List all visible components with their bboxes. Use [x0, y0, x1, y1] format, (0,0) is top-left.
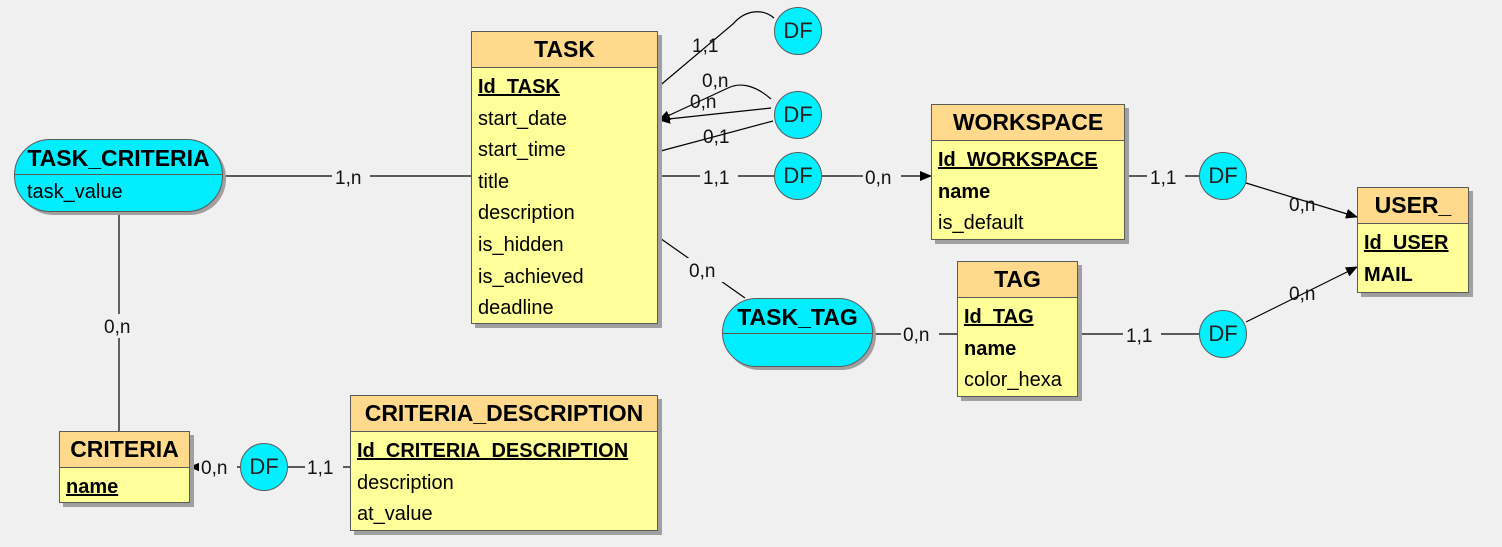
card-task-tag-tag: 0,n [903, 325, 929, 346]
association-title: TASK_TAG [723, 299, 872, 334]
attribute: description [478, 202, 575, 225]
attribute: Id_WORKSPACE [938, 149, 1098, 171]
entity-title: WORKSPACE [932, 105, 1124, 141]
attribute: color_hexa [964, 369, 1062, 392]
df-task-reflexive-1[interactable]: DF [774, 7, 822, 55]
attribute: start_date [478, 107, 567, 130]
attribute: MAIL [1364, 263, 1413, 286]
link-task-df2-b [656, 120, 774, 153]
entity-title: CRITERIA [60, 432, 189, 468]
link-task-df1-out [656, 11, 775, 89]
attribute: Id_CRITERIA_DESCRIPTION [357, 440, 629, 462]
entity-title: USER_ [1358, 188, 1468, 224]
df-task-workspace[interactable]: DF [774, 152, 822, 200]
card-task-df1-return: 0,n [702, 71, 728, 92]
association-attribute: task_value [27, 181, 123, 203]
link-df-user-1 [1245, 182, 1358, 219]
entity-user[interactable]: USER_ Id_USER MAIL [1357, 187, 1469, 293]
entity-criteria-description[interactable]: CRITERIA_DESCRIPTION Id_CRITERIA_DESCRIP… [350, 395, 658, 531]
entity-title: CRITERIA_DESCRIPTION [351, 396, 657, 432]
card-tag-df-tag: 1,1 [1126, 326, 1152, 347]
attribute: deadline [478, 297, 554, 320]
df-workspace-user[interactable]: DF [1199, 152, 1247, 200]
attribute: description [357, 471, 454, 494]
link-df-user-2 [1245, 266, 1358, 323]
df-task-reflexive-2[interactable]: DF [774, 91, 822, 139]
card-tag-df-user: 0,n [1289, 284, 1315, 305]
entity-tag[interactable]: TAG Id_TAG name color_hexa [957, 261, 1078, 397]
attribute: name [938, 180, 991, 203]
attribute: name [66, 476, 119, 498]
df-tag-user[interactable]: DF [1199, 310, 1247, 358]
entity-criteria[interactable]: CRITERIA name [59, 431, 190, 503]
attribute: at_value [357, 503, 433, 526]
attribute: is_default [938, 212, 1024, 235]
association-task-tag[interactable]: TASK_TAG [722, 298, 873, 367]
card-task-tag-task: 0,n [689, 261, 715, 282]
card-task-criteria-criteria: 0,n [104, 317, 130, 338]
card-task-df1-task: 1,1 [692, 36, 718, 57]
card-task-df2-return: 0,1 [703, 127, 729, 148]
card-task-df3-task: 1,1 [703, 168, 729, 189]
entity-task[interactable]: TASK Id_TASK start_date start_time title… [471, 31, 658, 324]
attribute: Id_USER [1364, 232, 1449, 254]
link-task-df2-a [658, 107, 772, 124]
entity-workspace[interactable]: WORKSPACE Id_WORKSPACE name is_default [931, 104, 1125, 240]
attribute: is_achieved [478, 265, 584, 288]
df-criteria-description[interactable]: DF [240, 443, 288, 491]
attribute: Id_TASK [478, 76, 560, 98]
card-workspace-df-workspace: 1,1 [1150, 168, 1176, 189]
entity-title: TASK [472, 32, 657, 68]
card-workspace-df-user: 0,n [1289, 195, 1315, 216]
attribute: title [478, 170, 510, 193]
card-task-df2-task: 0,n [690, 92, 716, 113]
card-task-df3-workspace: 0,n [865, 168, 891, 189]
card-criteria-df-description: 1,1 [307, 458, 333, 479]
entity-title: TAG [958, 262, 1077, 298]
link-task-df1-back [658, 84, 772, 121]
card-criteria-df-criteria: 0,n [201, 458, 227, 479]
card-task-criteria-task: 1,n [335, 168, 361, 189]
attribute: Id_TAG [964, 306, 1034, 328]
attribute: is_hidden [478, 233, 564, 256]
attribute: start_time [478, 139, 566, 162]
attribute: name [964, 337, 1017, 360]
association-title: TASK_CRITERIA [15, 140, 222, 175]
association-task-criteria[interactable]: TASK_CRITERIA task_value [14, 139, 223, 212]
